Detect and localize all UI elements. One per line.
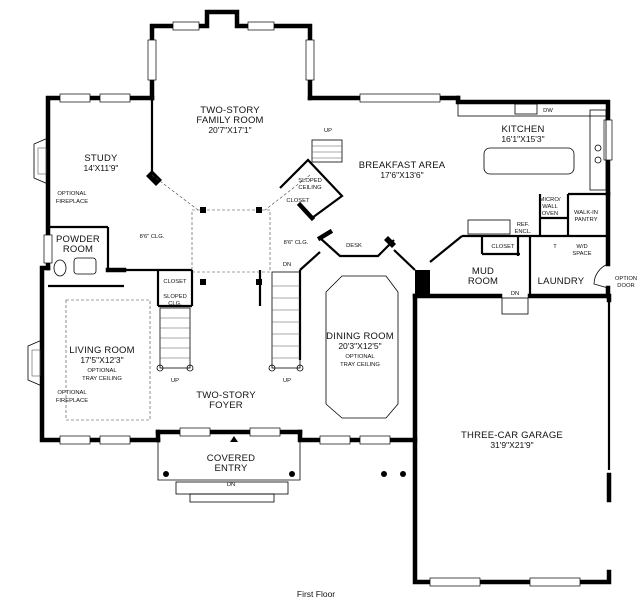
svg-text:DOOR: DOOR: [617, 283, 634, 289]
svg-text:LAUNDRY: LAUNDRY: [538, 276, 585, 287]
label-family-room: TWO-STORY FAMILY ROOM 20'7"X17'1": [196, 105, 263, 135]
svg-text:T: T: [553, 244, 557, 250]
label-dining: DINING ROOM 20'3"X12'5" OPTIONAL TRAY CE…: [326, 331, 394, 368]
svg-text:TWO-STORY: TWO-STORY: [200, 105, 260, 116]
svg-text:FIREPLACE: FIREPLACE: [56, 199, 88, 205]
svg-text:SPACE: SPACE: [572, 251, 591, 257]
powder-fixtures: [53, 257, 97, 277]
svg-text:20'3"X12'5": 20'3"X12'5": [338, 341, 381, 351]
svg-text:OPTIONAL: OPTIONAL: [345, 354, 375, 360]
svg-text:OVEN: OVEN: [542, 211, 558, 217]
svg-text:DN: DN: [511, 291, 519, 297]
label-breakfast: BREAKFAST AREA 17'6"X13'6": [359, 160, 446, 180]
svg-text:FIREPLACE: FIREPLACE: [56, 398, 88, 404]
fireplace-study: [33, 137, 49, 185]
svg-text:CLG.: CLG.: [168, 301, 182, 307]
svg-text:REF.: REF.: [517, 222, 530, 228]
svg-text:OPTION: OPTION: [615, 276, 637, 282]
svg-text:ENCL.: ENCL.: [514, 229, 531, 235]
svg-text:DN: DN: [283, 262, 291, 268]
svg-text:DESK: DESK: [346, 243, 362, 249]
svg-text:W/D: W/D: [576, 244, 587, 250]
svg-text:TWO-STORY: TWO-STORY: [196, 390, 256, 401]
living-tray-ceiling: [65, 299, 151, 421]
columns: [200, 207, 262, 285]
mud-room-steps: [501, 297, 529, 315]
svg-text:DN: DN: [227, 482, 235, 488]
svg-text:17'5"X12'3": 17'5"X12'3": [80, 355, 123, 365]
svg-text:CLOSET: CLOSET: [491, 244, 515, 250]
svg-text:OPTIONAL: OPTIONAL: [57, 191, 87, 197]
svg-text:BREAKFAST AREA: BREAKFAST AREA: [359, 160, 446, 171]
svg-text:31'9"X21'9": 31'9"X21'9": [490, 440, 533, 450]
svg-text:CLOSET: CLOSET: [286, 198, 310, 204]
svg-text:POWDER: POWDER: [56, 234, 100, 245]
label-entry: COVERED ENTRY: [207, 453, 255, 474]
svg-text:CLOSET: CLOSET: [163, 279, 187, 285]
label-living: LIVING ROOM 17'5"X12'3" OPTIONAL TRAY CE…: [69, 345, 135, 382]
svg-text:16'1"X15'3": 16'1"X15'3": [501, 134, 544, 144]
label-mud: MUD ROOM: [468, 266, 498, 287]
label-garage: THREE-CAR GARAGE 31'9"X21'9": [461, 430, 563, 450]
svg-text:OPTIONAL: OPTIONAL: [57, 390, 87, 396]
label-foyer: TWO-STORY FOYER: [196, 390, 256, 411]
windows: [43, 21, 613, 587]
label-kitchen: KITCHEN 16'1"X15'3": [501, 124, 544, 144]
option-door: [593, 263, 609, 289]
svg-text:ROOM: ROOM: [63, 244, 93, 255]
fireplace-living: [27, 339, 43, 387]
svg-text:First Floor: First Floor: [297, 589, 335, 598]
label-study: STUDY 14'X11'9": [84, 153, 119, 173]
annotations: OPTIONAL FIREPLACE OPTIONAL FIREPLACE SL…: [56, 108, 637, 598]
svg-text:UP: UP: [324, 128, 332, 134]
svg-text:COVERED: COVERED: [207, 453, 255, 464]
svg-text:DW: DW: [543, 108, 553, 114]
stairs-right: [268, 271, 304, 372]
svg-text:MICRO/: MICRO/: [540, 197, 561, 203]
svg-text:MUD: MUD: [472, 266, 494, 277]
covered-entry: [157, 436, 406, 503]
svg-text:17'6"X13'6": 17'6"X13'6": [380, 170, 423, 180]
svg-text:TRAY CEILING: TRAY CEILING: [340, 362, 380, 368]
svg-text:ENTRY: ENTRY: [214, 463, 247, 474]
svg-text:PANTRY: PANTRY: [575, 217, 598, 223]
label-laundry: LAUNDRY: [538, 276, 585, 287]
svg-text:8'6" CLG.: 8'6" CLG.: [284, 240, 309, 246]
hall-ceiling: [191, 209, 271, 273]
kitchen-fixtures: [457, 101, 609, 235]
svg-text:KITCHEN: KITCHEN: [501, 124, 544, 135]
svg-text:STUDY: STUDY: [84, 153, 118, 164]
stairs-left: [156, 307, 194, 372]
svg-text:14'X11'9": 14'X11'9": [84, 163, 119, 173]
svg-text:8'6" CLG.: 8'6" CLG.: [140, 234, 165, 240]
svg-text:TRAY CEILING: TRAY CEILING: [82, 376, 122, 382]
svg-text:FOYER: FOYER: [209, 400, 243, 411]
svg-text:FAMILY ROOM: FAMILY ROOM: [196, 115, 263, 126]
svg-text:SLOPED: SLOPED: [298, 178, 322, 184]
svg-text:UP: UP: [283, 378, 291, 384]
svg-text:20'7"X17'1": 20'7"X17'1": [208, 125, 251, 135]
svg-text:THREE-CAR GARAGE: THREE-CAR GARAGE: [461, 430, 563, 441]
svg-text:CEILING: CEILING: [298, 185, 322, 191]
svg-text:WALL: WALL: [542, 204, 558, 210]
svg-text:DINING ROOM: DINING ROOM: [326, 331, 394, 342]
svg-text:WALK-IN: WALK-IN: [574, 210, 598, 216]
svg-text:ROOM: ROOM: [468, 276, 498, 287]
dining-tray-ceiling: [325, 275, 399, 419]
svg-text:LIVING ROOM: LIVING ROOM: [69, 345, 135, 356]
svg-text:SLOPED: SLOPED: [163, 294, 187, 300]
svg-text:UP: UP: [171, 378, 179, 384]
label-powder: POWDER ROOM: [56, 234, 100, 255]
svg-text:OPTIONAL: OPTIONAL: [87, 368, 117, 374]
interior-walls: [48, 98, 608, 360]
